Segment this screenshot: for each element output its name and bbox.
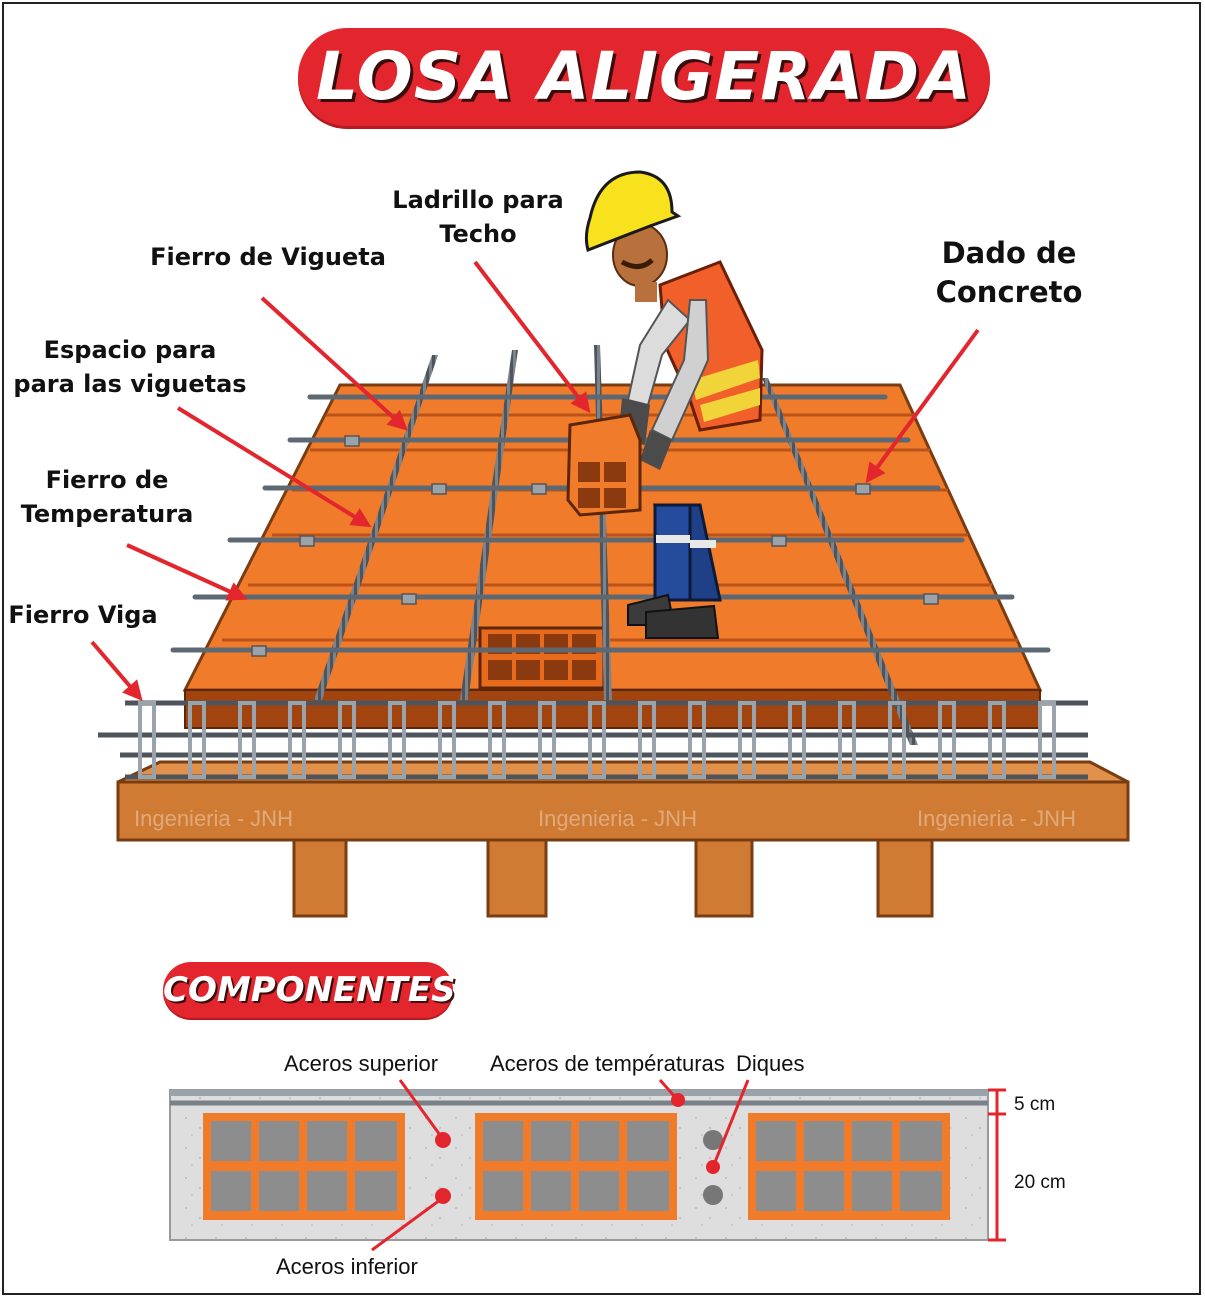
section-brick [203, 1113, 405, 1220]
dique-dot [706, 1160, 720, 1174]
label-aceros-inferior: Aceros inferior [276, 1254, 418, 1279]
label-viga: Fierro Viga [8, 601, 158, 629]
arrow-dado [865, 328, 980, 484]
section-drawing [169, 1079, 1006, 1252]
wood-post [486, 838, 548, 918]
label-diques: Diques [736, 1051, 805, 1076]
watermark: Ingenieria - JNH [134, 806, 293, 831]
worker-figure [566, 170, 764, 639]
concrete-dice [251, 435, 939, 657]
wood-formwork [116, 760, 1130, 918]
dimension-line [988, 1088, 1006, 1242]
label-espacio-line1: Espacio para [43, 336, 217, 364]
label-temperatura: Fierro de Temperatura [12, 463, 202, 531]
label-temperatura-line1: Fierro de [45, 466, 169, 494]
dim-5cm: 5 cm [1014, 1094, 1056, 1115]
section-brick [748, 1113, 950, 1220]
arrow-espacio [176, 406, 372, 528]
label-espacio-line2: para las viguetas [13, 370, 247, 398]
wood-post [292, 838, 348, 918]
arrow-ladrillo [473, 260, 591, 414]
label-dado: Dado de Concreto [920, 234, 1098, 312]
wood-post [694, 838, 754, 918]
label-espacio: Espacio para para las viguetas [10, 333, 250, 401]
components-banner [163, 962, 453, 1018]
annotation-arrows [90, 260, 980, 702]
section-brick [475, 1113, 677, 1220]
watermark: Ingenieria - JNH [538, 806, 697, 831]
arrow-viga [90, 640, 143, 702]
components-title: COMPONENTES [163, 970, 456, 1010]
arrow-vigueta [260, 296, 408, 431]
label-vigueta: Fierro de Vigueta [150, 243, 386, 271]
label-aceros-temperatura: Aceros de températuras [490, 1051, 725, 1076]
label-ladrillo-line1: Ladrillo para [392, 186, 564, 214]
label-ladrillo-line2: Techo [439, 220, 517, 248]
arrow-temperatura [126, 543, 248, 601]
top-rebar-dot [435, 1132, 451, 1148]
label-dado-line1: Dado de [941, 236, 1077, 270]
dique-circle [703, 1185, 723, 1205]
dique-circle [703, 1130, 723, 1150]
beam-rebar-cage [98, 700, 1088, 780]
wood-post [876, 838, 934, 918]
label-ladrillo: Ladrillo para Techo [378, 183, 578, 251]
label-temperatura-line2: Temperatura [20, 500, 194, 528]
watermark: Ingenieria - JNH [917, 806, 1076, 831]
dim-20cm: 20 cm [1014, 1172, 1066, 1193]
page-title: LOSA ALIGERADA [315, 38, 973, 115]
title-banner [298, 28, 990, 126]
label-aceros-superior: Aceros superior [284, 1051, 439, 1076]
label-dado-line2: Concreto [935, 275, 1083, 309]
